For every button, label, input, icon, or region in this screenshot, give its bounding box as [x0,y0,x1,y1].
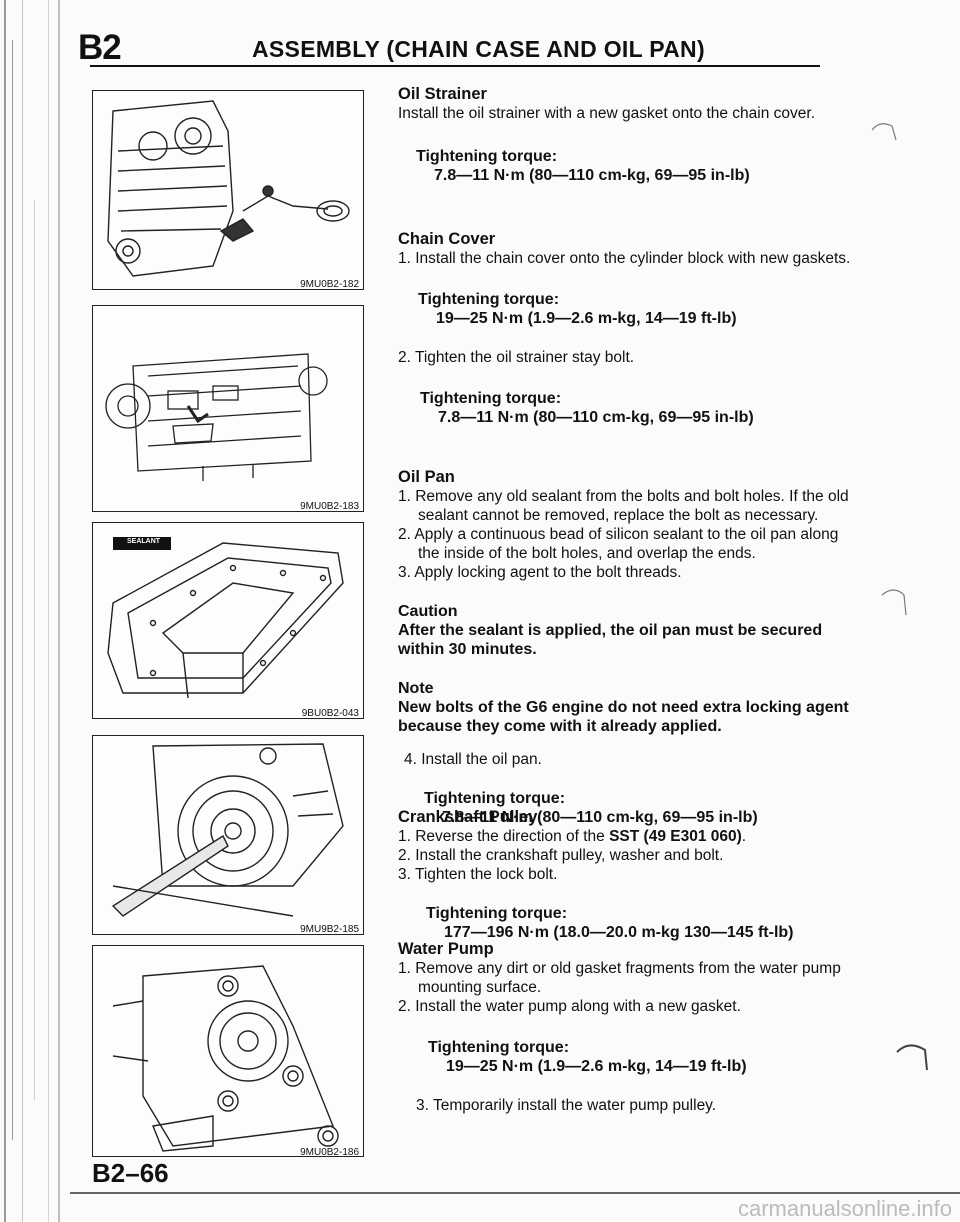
note-heading: Note [398,680,434,697]
crankshaft-step-1-suffix: . [741,828,747,845]
torque-label: Tightening torque: [426,905,568,922]
binding-edge [0,0,70,1222]
figure-water-pump: 9MU0B2-186 [92,945,364,1157]
figure-oil-strainer-stay: 9MU0B2-183 [92,305,364,512]
bottom-divider [70,1192,960,1194]
oil-pan-step-4: 4. Install the oil pan. [404,751,542,768]
oil-strainer-stay-illustration [105,353,328,481]
figure-code: 9MU0B2-186 [300,1147,359,1157]
torque-value: 19—25 N·m (1.9—2.6 m-kg, 14—19 ft-lb) [446,1058,747,1075]
margin-mark-icon [896,1044,928,1071]
section-code: B2 [78,28,122,67]
figure-oil-pan: SEALANT 9BU0B2-043 [92,522,364,719]
water-pump-step-2: 2. Install the water pump along with a n… [398,998,741,1015]
section-chain-cover: Chain Cover 1. Install the chain cover o… [398,230,858,427]
header-divider [90,65,820,67]
oil-pan-step-3: 3. Apply locking agent to the bolt threa… [398,564,682,581]
caution-heading: Caution [398,603,458,620]
crankshaft-pulley-sst-illustration [111,743,344,917]
chain-cover-step-1: 1. Install the chain cover onto the cyli… [398,250,851,267]
crankshaft-step-1: 1. Reverse the direction of the SST (49 … [398,827,858,846]
torque-label: Tightening torque: [418,291,560,308]
figure-code: 9MU0B2-182 [300,279,359,290]
torque-label: Tightening torque: [424,790,566,807]
oil-pan-step-1: 1. Remove any old sealant from the bolts… [398,488,849,524]
torque-label: Tightening torque: [428,1039,570,1056]
sealant-tube-icon: SEALANT [113,537,171,550]
margin-mark-icon [871,123,897,141]
note-text: New bolts of the G6 engine do not need e… [398,699,849,735]
section-oil-strainer: Oil Strainer Install the oil strainer wi… [398,85,858,185]
crankshaft-step-3: 3. Tighten the lock bolt. [398,866,558,883]
heading-oil-pan: Oil Pan [398,468,455,486]
torque-value: 7.8—11 N·m (80—110 cm-kg, 69—95 in-lb) [442,809,758,826]
crankshaft-step-1-text: 1. Reverse the direction of the [398,828,610,845]
chain-cover-step-2: 2. Tighten the oil strainer stay bolt. [398,349,635,366]
oil-pan-step-2: 2. Apply a continuous bead of silicon se… [398,526,839,562]
figure-chain-cover: 9MU0B2-182 [92,90,364,290]
heading-water-pump: Water Pump [398,940,494,958]
section-crankshaft-pulley: Crankshaft Pulley 1. Reverse the directi… [398,808,858,942]
torque-value: 7.8—11 N·m (80—110 cm-kg, 69—95 in-lb) [438,409,754,426]
water-pump-illustration [112,965,339,1152]
heading-crankshaft-pulley: Crankshaft Pulley [398,808,538,826]
page-number: B2–66 [92,1158,169,1188]
oil-strainer-body: Install the oil strainer with a new gask… [398,105,816,122]
figure-crankshaft-pulley: 9MU9B2-185 [92,735,364,935]
chain-cover-oil-strainer-illustration [107,100,350,277]
figure-code: 9MU9B2-185 [300,924,359,935]
sst-number: SST (49 E301 060) [609,828,742,845]
page-title: ASSEMBLY (CHAIN CASE AND OIL PAN) [252,36,705,62]
heading-oil-strainer: Oil Strainer [398,85,487,103]
crankshaft-step-2: 2. Install the crankshaft pulley, washer… [398,847,724,864]
torque-value: 7.8—11 N·m (80—110 cm-kg, 69—95 in-lb) [434,167,750,184]
margin-mark-icon [881,589,907,616]
water-pump-step-1: 1. Remove any dirt or old gasket fragmen… [398,960,841,996]
figure-code: 9MU0B2-183 [300,501,359,512]
sealant-label: SEALANT [127,538,161,545]
water-pump-step-3: 3. Temporarily install the water pump pu… [416,1097,717,1114]
heading-chain-cover: Chain Cover [398,230,496,248]
footer-watermark: carmanualsonline.info [737,1196,952,1221]
torque-value: 19—25 N·m (1.9—2.6 m-kg, 14—19 ft-lb) [436,310,737,327]
section-water-pump: Water Pump 1. Remove any dirt or old gas… [398,940,858,1115]
caution-text: After the sealant is applied, the oil pa… [398,622,823,658]
section-oil-pan: Oil Pan 1. Remove any old sealant from t… [398,468,858,827]
torque-label: Tightening torque: [420,390,562,407]
oil-pan-sealant-illustration [107,542,344,699]
figure-code: 9BU0B2-043 [301,708,359,719]
torque-label: Tightening torque: [416,148,558,165]
torque-value: 177—196 N·m (18.0—20.0 m-kg 130—145 ft-l… [444,924,794,941]
